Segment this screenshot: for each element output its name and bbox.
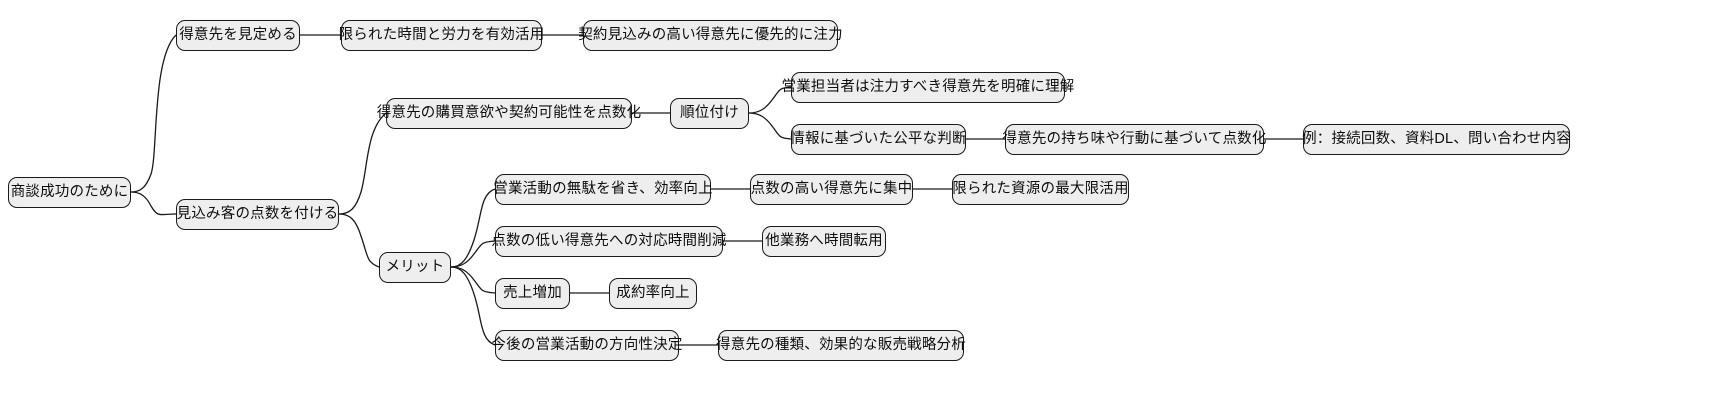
node-root[interactable]: 商談成功のために xyxy=(8,177,131,208)
edge-root-to-branch1 xyxy=(130,34,177,193)
node-merit-child3[interactable]: 売上増加 xyxy=(495,278,570,309)
node-ranking-child1[interactable]: 営業担当者は注力すべき得意先を明確に理解 xyxy=(782,72,1074,103)
node-ranking-label: 順位付け xyxy=(680,105,739,122)
node-merit-child1-label: 営業活動の無駄を省き、効率向上 xyxy=(493,181,713,198)
node-branch1-child1-label: 限られた時間と労力を有効活用 xyxy=(338,27,545,44)
node-merit-child3-label: 売上増加 xyxy=(503,285,562,302)
node-ranking[interactable]: 順位付け xyxy=(670,98,749,129)
node-merit-child3-child1[interactable]: 成約率向上 xyxy=(609,278,697,309)
node-ranking-child2-child1[interactable]: 得意先の持ち味や行動に基づいて点数化 xyxy=(1002,124,1267,155)
node-branch2[interactable]: 見込み客の点数を付ける xyxy=(176,199,339,230)
node-merit-child4-child1-label: 得意先の種類、効果的な販売戦略分析 xyxy=(716,337,966,354)
node-merit-child3-child1-label: 成約率向上 xyxy=(616,285,690,302)
node-ranking-child2-child1-child1[interactable]: 例：接続回数、資料DL、問い合わせ内容 xyxy=(1302,124,1571,155)
edge-merit-to-child1 xyxy=(450,188,496,268)
edge-branch2-to-scoring xyxy=(338,112,387,215)
node-merit-child1-child1-child1-label: 限られた資源の最大限活用 xyxy=(952,181,1129,198)
node-merit-child1-child1-label: 点数の高い得意先に集中 xyxy=(750,181,913,198)
node-merit-child4[interactable]: 今後の営業活動の方向性決定 xyxy=(491,330,682,361)
node-merit-child1-child1-child1[interactable]: 限られた資源の最大限活用 xyxy=(952,174,1129,205)
edge-root-to-branch2 xyxy=(130,191,177,216)
edge-merit-to-child4 xyxy=(450,266,496,346)
edge-merit-to-child3 xyxy=(450,266,496,294)
node-merit-child2-child1[interactable]: 他業務へ時間転用 xyxy=(762,226,886,257)
node-ranking-child2-child1-child1-label: 例：接続回数、資料DL、問い合わせ内容 xyxy=(1302,131,1571,148)
node-branch1-child1-child1[interactable]: 契約見込みの高い得意先に優先的に注力 xyxy=(578,20,843,51)
node-branch1[interactable]: 得意先を見定める xyxy=(176,20,300,51)
node-merit-child1[interactable]: 営業活動の無駄を省き、効率向上 xyxy=(493,174,713,205)
node-branch1-child1[interactable]: 限られた時間と労力を有効活用 xyxy=(338,20,545,51)
node-ranking-child2-label: 情報に基づいた公平な判断 xyxy=(790,131,967,148)
node-merit-child2-child1-label: 他業務へ時間転用 xyxy=(765,233,883,250)
node-branch1-label: 得意先を見定める xyxy=(179,27,297,44)
node-ranking-child2[interactable]: 情報に基づいた公平な判断 xyxy=(790,124,967,155)
node-branch2-label: 見込み客の点数を付ける xyxy=(176,206,339,223)
node-merit-child1-child1[interactable]: 点数の高い得意先に集中 xyxy=(750,174,913,205)
node-ranking-child2-child1-label: 得意先の持ち味や行動に基づいて点数化 xyxy=(1002,131,1267,148)
node-branch1-child1-child1-label: 契約見込みの高い得意先に優先的に注力 xyxy=(578,27,843,44)
node-merit-child4-label: 今後の営業活動の方向性決定 xyxy=(491,337,683,354)
edge-ranking-to-child2 xyxy=(748,112,792,140)
node-branch2-child1[interactable]: 得意先の購買意欲や契約可能性を点数化 xyxy=(377,98,641,129)
node-merit[interactable]: メリット xyxy=(379,252,451,283)
node-merit-child2-label: 点数の低い得意先への対応時間削減 xyxy=(491,233,727,250)
node-ranking-child1-label: 営業担当者は注力すべき得意先を明確に理解 xyxy=(781,79,1075,96)
node-merit-child4-child1[interactable]: 得意先の種類、効果的な販売戦略分析 xyxy=(716,330,966,361)
node-root-label: 商談成功のために xyxy=(10,184,129,201)
edge-branch2-to-merit xyxy=(338,213,380,268)
node-branch2-child1-label: 得意先の購買意欲や契約可能性を点数化 xyxy=(376,105,642,122)
node-merit-child2[interactable]: 点数の低い得意先への対応時間削減 xyxy=(491,226,726,257)
edge-merit-to-child2 xyxy=(450,240,496,268)
node-merit-label: メリット xyxy=(385,259,445,276)
